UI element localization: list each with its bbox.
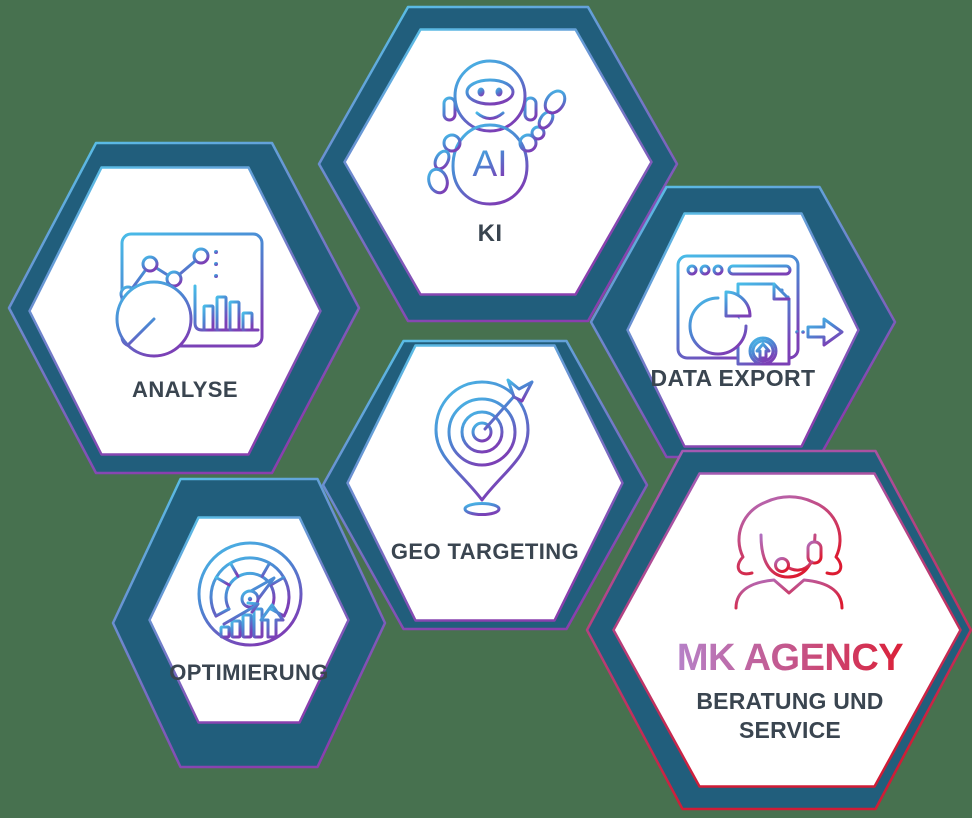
mk-agency-title: MK AGENCY bbox=[677, 637, 904, 679]
analytics-dashboard-icon bbox=[115, 232, 264, 358]
mk-hex-face bbox=[612, 472, 962, 788]
arrow-dot bbox=[795, 330, 799, 334]
support-agent-icon bbox=[734, 495, 844, 610]
list-bullet bbox=[214, 262, 218, 266]
list-bullet bbox=[214, 274, 218, 278]
tile-analyse-label: ANALYSE bbox=[132, 377, 238, 402]
browser-export-icon bbox=[676, 254, 844, 366]
mk-agency-title-text: MK AGENCY bbox=[677, 637, 903, 679]
list-bullet bbox=[214, 250, 218, 254]
speedometer-growth-icon bbox=[197, 541, 303, 647]
arrow-dot bbox=[801, 330, 805, 334]
optimierung-hex-face bbox=[148, 516, 350, 724]
robot-eye-right bbox=[495, 87, 503, 97]
ki-hex-face bbox=[343, 28, 653, 296]
gauge-hub-dot bbox=[247, 596, 253, 602]
tile-data-export-label: DATA EXPORT bbox=[650, 365, 816, 391]
tile-optimierung-label: OPTIMIERUNG bbox=[169, 660, 329, 685]
robot-eye-left bbox=[477, 87, 485, 97]
map-pin-target-icon bbox=[434, 378, 534, 516]
tile-geo-targeting-label: GEO TARGETING bbox=[390, 539, 580, 564]
geo-hex-face bbox=[346, 344, 624, 622]
mk-agency-subtitle: BERATUNG UND SERVICE bbox=[696, 688, 884, 743]
robot-ai-badge: AI bbox=[473, 143, 508, 184]
ai-robot-icon: AI bbox=[427, 59, 567, 206]
tile-ki-label: KI bbox=[477, 220, 503, 247]
